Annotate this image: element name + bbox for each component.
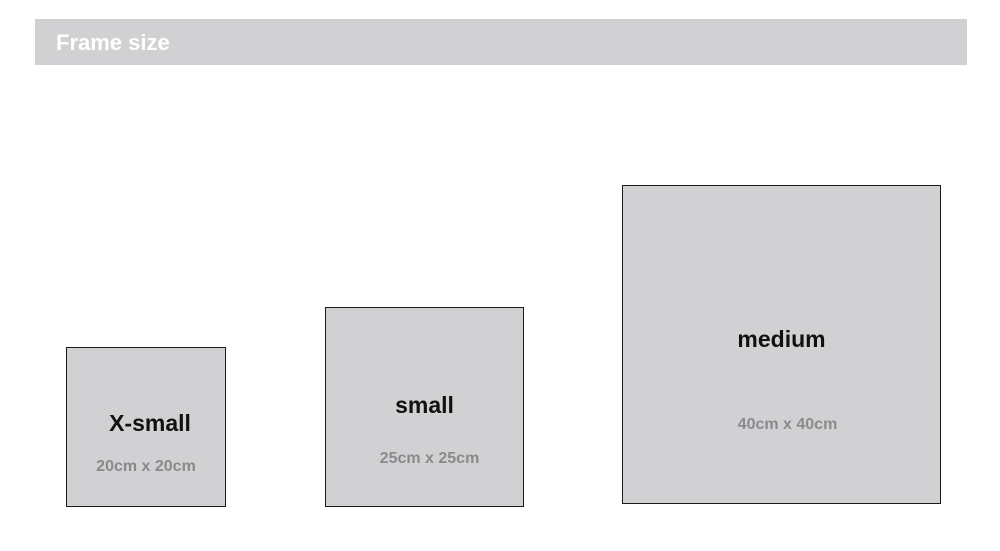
frame-option-small: small 25cm x 25cm [325,307,524,507]
section-header: Frame size [35,19,967,65]
frame-option-x-small: X-small 20cm x 20cm [66,347,226,507]
frame-dimensions: 20cm x 20cm [96,458,196,475]
frame-dimensions: 25cm x 25cm [379,450,480,467]
frame-size-label: medium [737,326,826,352]
frame-option-medium: medium 40cm x 40cm [622,185,941,504]
frame-size-label: X-small [109,410,191,436]
section-title: Frame size [56,30,170,55]
frame-dimensions: 40cm x 40cm [737,416,838,433]
frame-size-label: small [395,392,454,418]
